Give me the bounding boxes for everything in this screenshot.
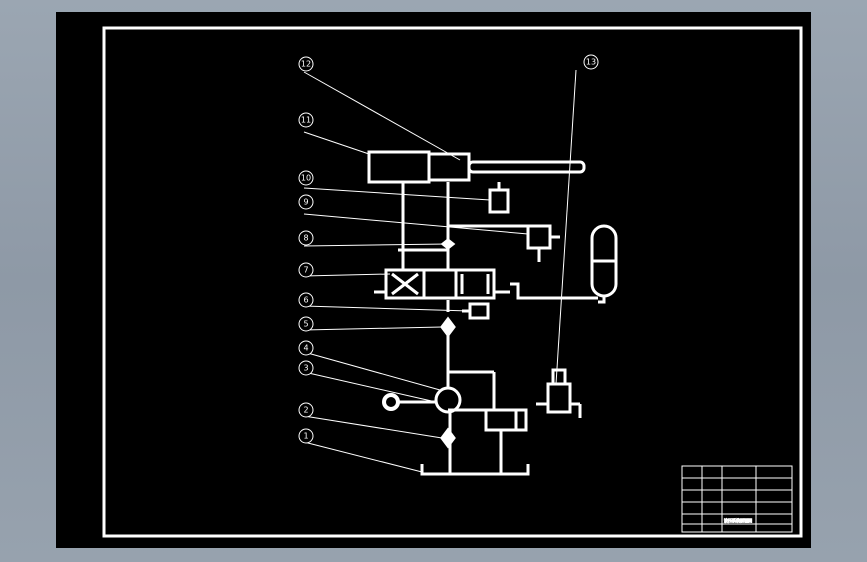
svg-text:5: 5 [303,320,308,329]
pump-symbol [434,386,462,414]
svg-text:1: 1 [303,432,308,441]
svg-text:2: 2 [303,406,308,415]
callout-9: 9 [298,194,314,210]
callout-7: 7 [298,262,314,278]
tank-symbol [420,464,530,476]
callout-10: 10 [298,170,314,186]
callout-markers: 1 2 3 4 5 6 7 8 9 10 11 12 13 [298,54,599,444]
svg-text:12: 12 [301,60,311,69]
leader-lines [303,69,577,473]
svg-text:6: 6 [303,296,308,305]
svg-text:4: 4 [303,344,308,353]
motor-symbol [382,393,400,411]
hydraulic-schematic: 1 2 3 4 5 6 7 8 9 10 11 12 13 液压系统原理图 [102,26,803,538]
svg-text:13: 13 [586,58,596,67]
callout-11: 11 [298,112,314,128]
svg-text:8: 8 [303,234,308,243]
drawing-viewport[interactable]: 1 2 3 4 5 6 7 8 9 10 11 12 13 液压系统原理图 [56,12,811,548]
callout-12: 12 [298,56,314,72]
callout-5: 5 [298,316,314,332]
svg-text:3: 3 [303,364,308,373]
callout-6: 6 [298,292,314,308]
callout-13: 13 [583,54,599,70]
svg-text:9: 9 [303,198,308,207]
title-block-title: 液压系统原理图 [724,517,752,523]
svg-text:7: 7 [303,266,308,275]
title-block: 液压系统原理图 [681,465,793,533]
drawing-border [102,26,803,538]
callout-2: 2 [298,402,314,418]
svg-text:11: 11 [301,116,311,125]
callout-4: 4 [298,340,314,356]
callout-1: 1 [298,428,314,444]
circuit-lines [367,150,618,476]
callout-8: 8 [298,230,314,246]
svg-text:10: 10 [301,174,311,183]
callout-3: 3 [298,360,314,376]
